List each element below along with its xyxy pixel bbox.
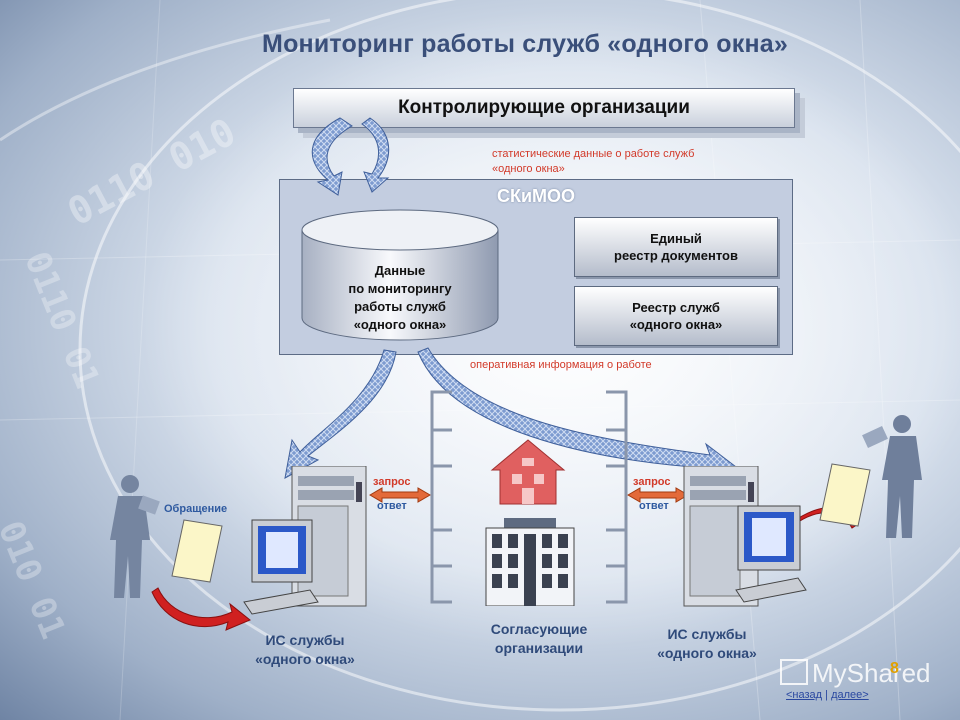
- right-is-caption: ИС службы«одного окна»: [657, 626, 757, 661]
- service-registry-box: Реестр служб«одного окна»: [574, 286, 778, 346]
- skimoo-title: СКиМОО: [496, 186, 576, 206]
- office-building-icon: [485, 518, 575, 606]
- left-person-icon: [110, 475, 160, 598]
- control-orgs-banner: Контролирующие организации: [293, 88, 795, 128]
- stat-note: статистические данные о работе служб «од…: [492, 148, 695, 175]
- right-request-label: запрос: [633, 476, 671, 488]
- left-return-arrow: [151, 587, 251, 631]
- slide-title: Мониторинг работы служб «одного окна»: [262, 30, 788, 58]
- nav-back-link[interactable]: <назад: [786, 689, 823, 701]
- skimoo-panel: СКиМОО Данные по мониторингу работы служ…: [279, 179, 793, 355]
- left-data-arrow: [284, 349, 397, 479]
- right-bracket: [606, 390, 628, 604]
- database-label: Данные по мониторингу работы служб «одно…: [348, 263, 452, 332]
- left-request-label: запрос: [373, 476, 411, 488]
- oper-note: оперативная информация о работе: [470, 359, 652, 371]
- slide-number: 8: [890, 660, 899, 677]
- right-person-icon: [862, 415, 922, 538]
- left-request-arrow: [369, 487, 431, 503]
- control-loop-arrow: [311, 117, 353, 196]
- left-bracket: [430, 390, 452, 604]
- right-data-arrow: [417, 347, 742, 479]
- watermark-logo-icon: [780, 659, 808, 685]
- nav-next-link[interactable]: далее>: [831, 689, 869, 701]
- house-icon: [490, 439, 566, 505]
- right-document-icon: [819, 463, 871, 527]
- right-response-label: ответ: [639, 500, 669, 512]
- left-response-label: ответ: [377, 500, 407, 512]
- left-is-caption: ИС службы«одного окна»: [255, 632, 355, 667]
- right-server-workstation-icon: [683, 466, 807, 607]
- watermark: MyShared: [780, 658, 931, 689]
- left-document-icon: [171, 519, 223, 583]
- control-loop-arrow-2: [361, 117, 390, 193]
- database-cylinder: [301, 209, 499, 341]
- left-server-workstation-icon: [243, 466, 367, 615]
- slide-nav: <назад | далее>: [786, 689, 869, 701]
- nav-separator: |: [825, 689, 828, 701]
- appeal-label: Обращение: [164, 503, 228, 515]
